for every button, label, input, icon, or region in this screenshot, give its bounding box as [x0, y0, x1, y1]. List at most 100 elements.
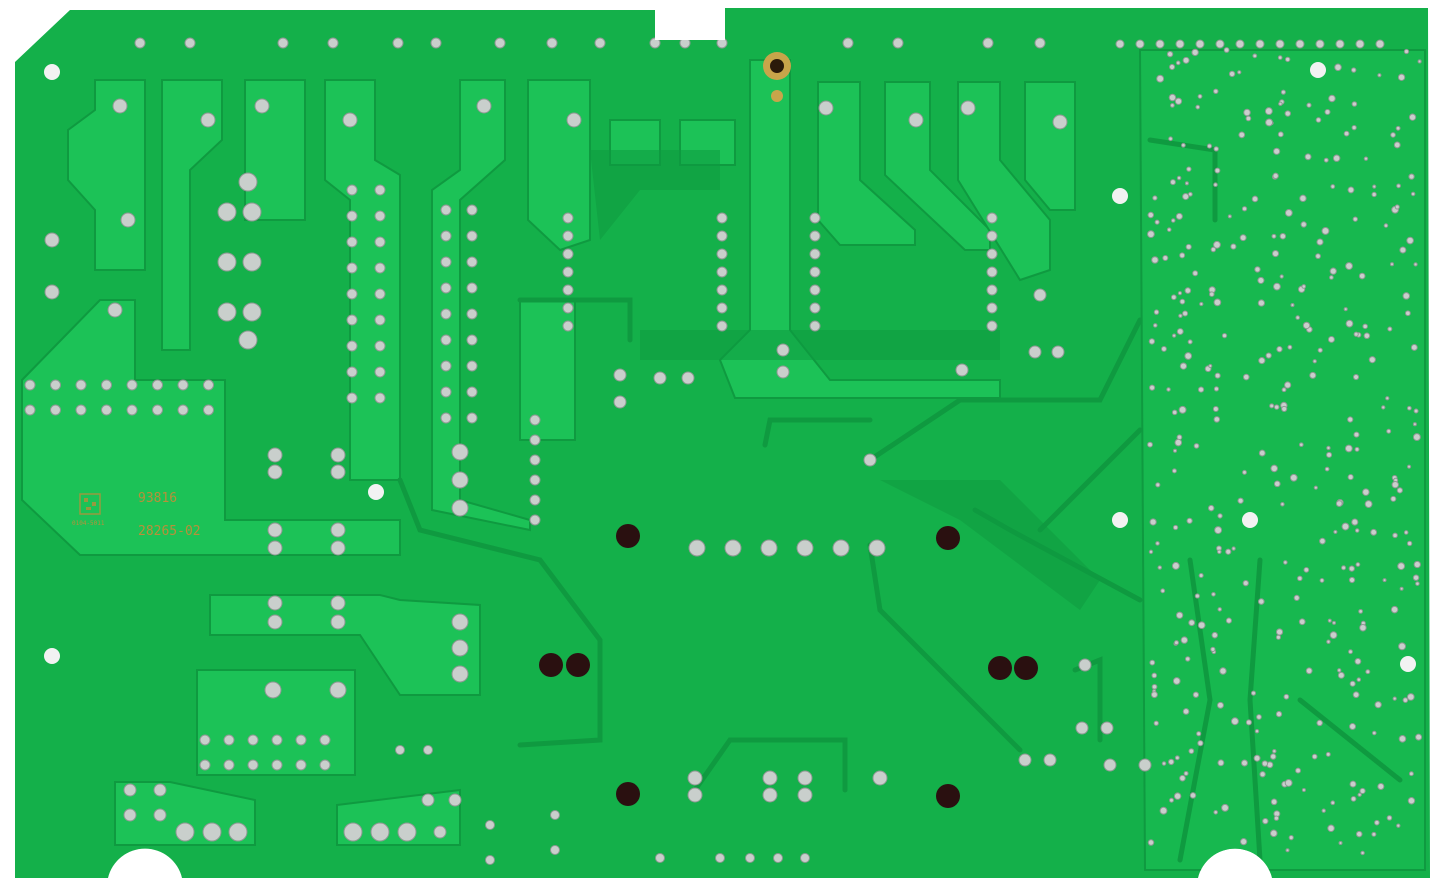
- solder-pad: [1345, 319, 1354, 328]
- solder-pads: [24, 37, 1423, 865]
- solder-pad: [1284, 778, 1293, 787]
- solder-pad: [466, 386, 478, 398]
- solder-pad: [1254, 266, 1261, 273]
- solder-pad: [1166, 50, 1174, 58]
- solder-pad: [1100, 721, 1114, 735]
- solder-pad: [1225, 548, 1232, 555]
- solder-pad: [986, 302, 998, 314]
- solder-pad: [1334, 63, 1342, 72]
- solder-pad: [440, 204, 452, 216]
- solder-pad: [1417, 59, 1422, 64]
- solder-pad: [1257, 276, 1265, 284]
- solder-pad: [374, 210, 386, 222]
- solder-pad: [1217, 607, 1222, 612]
- solder-pad: [267, 447, 283, 463]
- solder-pad: [1399, 586, 1404, 591]
- solder-pad: [809, 248, 821, 260]
- solder-pad: [319, 734, 331, 746]
- solder-pad: [1413, 560, 1421, 569]
- solder-pad: [1272, 172, 1279, 180]
- solder-pad: [1360, 850, 1365, 856]
- solder-pad: [566, 112, 582, 128]
- solder-pad: [1408, 771, 1414, 777]
- solder-pad: [346, 210, 358, 222]
- solder-pad: [1299, 194, 1307, 203]
- solder-pad: [1253, 754, 1261, 762]
- solder-pad: [440, 334, 452, 346]
- solder-pad: [1257, 299, 1266, 307]
- solder-pad: [1348, 565, 1355, 572]
- solder-pad: [1363, 156, 1369, 161]
- solder-pad: [1327, 824, 1335, 833]
- solder-pad: [1284, 110, 1292, 117]
- solder-pad: [1270, 829, 1278, 838]
- solder-pad: [1213, 809, 1219, 815]
- solder-pad: [1356, 677, 1362, 682]
- solder-pad: [1330, 184, 1336, 189]
- solder-pad: [1243, 108, 1251, 117]
- solder-pad: [1174, 438, 1183, 447]
- solder-pad: [1371, 831, 1377, 837]
- solder-pad: [1191, 48, 1199, 57]
- solder-pad: [1319, 578, 1325, 583]
- solder-pad: [1192, 691, 1200, 698]
- solder-pad: [1358, 608, 1364, 614]
- solder-pad: [1368, 356, 1376, 364]
- solder-pad: [1315, 39, 1325, 49]
- solder-pad: [1225, 617, 1232, 624]
- solder-pad: [1265, 352, 1272, 359]
- solder-pad: [485, 855, 495, 865]
- solder-pad: [327, 37, 339, 49]
- solder-pad: [1335, 39, 1345, 49]
- solder-pad: [343, 822, 363, 842]
- solder-pad: [1221, 803, 1229, 812]
- solder-pad: [242, 302, 262, 322]
- solder-pad: [1195, 39, 1205, 49]
- solder-pad: [75, 404, 87, 416]
- solder-pad: [1237, 497, 1244, 504]
- solder-pad: [1160, 588, 1166, 594]
- solder-pad: [44, 232, 60, 248]
- solder-pad: [716, 284, 728, 296]
- solder-pad: [1216, 701, 1224, 709]
- solder-pad: [1273, 404, 1280, 410]
- solder-pad: [152, 404, 163, 416]
- solder-pad: [1313, 485, 1318, 490]
- solder-pad: [1169, 63, 1176, 71]
- solder-pad: [395, 745, 405, 755]
- solder-pad: [1152, 323, 1158, 328]
- solder-pad: [1155, 482, 1161, 488]
- solder-pad: [1337, 668, 1342, 673]
- solder-pad: [762, 787, 778, 803]
- solder-pad: [655, 853, 665, 863]
- solder-pad: [1195, 104, 1201, 110]
- solder-pad: [466, 256, 478, 268]
- solder-pad: [1306, 102, 1312, 108]
- solder-pad: [1250, 690, 1257, 696]
- solder-pad: [374, 366, 386, 378]
- solder-pad: [1410, 191, 1416, 197]
- solder-pad: [724, 539, 742, 557]
- solder-pad: [1280, 502, 1285, 507]
- solder-pad: [1403, 48, 1410, 55]
- solder-pad: [1265, 118, 1274, 127]
- solder-pad: [123, 783, 137, 797]
- solder-pad: [1333, 529, 1338, 535]
- solder-pad: [1168, 136, 1173, 142]
- solder-pad: [1396, 487, 1403, 494]
- solder-pad: [1170, 218, 1176, 223]
- solder-pad: [1182, 56, 1190, 64]
- solder-pad: [254, 98, 270, 114]
- solder-pad: [1168, 758, 1175, 766]
- solder-pad: [1372, 730, 1377, 736]
- solder-pad: [1179, 362, 1188, 370]
- solder-pad: [1159, 806, 1168, 815]
- solder-pad: [1161, 345, 1167, 352]
- hole: [539, 653, 563, 677]
- solder-pad: [842, 37, 854, 49]
- solder-pad: [1270, 464, 1279, 473]
- solder-pad: [1295, 39, 1305, 49]
- solder-pad: [1394, 204, 1400, 210]
- solder-pad: [1242, 469, 1247, 475]
